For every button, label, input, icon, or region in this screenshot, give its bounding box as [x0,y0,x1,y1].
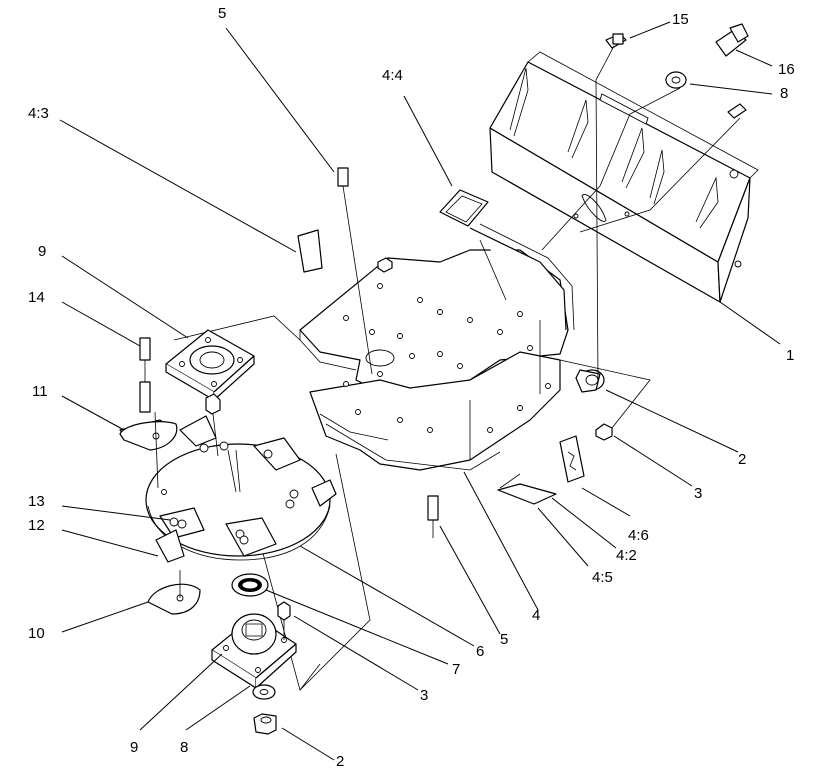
spacer-2-bottom [253,713,277,735]
bracket-4-4 [439,189,489,227]
callout-labels: 5 15 16 8 4:4 4:3 9 14 11 13 12 10 9 8 2… [28,5,795,770]
nut-upper [377,257,393,273]
callout-9-top: 9 [38,243,46,260]
spacer-2-right [575,369,605,393]
callout-16: 16 [778,61,795,78]
callout-14: 14 [28,289,45,306]
callout-4-4: 4:4 [382,67,403,84]
callout-11: 11 [32,383,48,400]
callout-3-right: 3 [694,485,702,502]
callout-9-bottom: 9 [130,739,138,756]
callout-8-bottom: 8 [180,739,188,756]
callout-7: 7 [452,661,460,678]
callout-4-2: 4:2 [616,547,637,564]
callout-4: 4 [532,607,540,624]
callout-6: 6 [476,643,484,660]
bolt-small-top [727,103,747,119]
bolt-15 [605,33,627,49]
callout-4-6: 4:6 [628,527,649,544]
callout-15: 15 [672,11,689,28]
washer-8-bottom [252,684,276,700]
bolt-3-bottom [277,601,291,640]
seal-7 [231,573,269,597]
callout-2-right: 2 [738,451,746,468]
callout-10: 10 [28,625,45,642]
callout-3-bottom: 3 [420,687,428,704]
callout-5-bottom: 5 [500,631,508,648]
leader-lines [59,21,781,761]
paddle-10 [147,570,201,615]
bearing-9-top [165,329,255,457]
bolt-14 [139,337,159,489]
nut-3-right [595,423,613,441]
plate-holes [343,283,551,433]
paddle-11 [119,421,178,451]
callout-12: 12 [28,517,45,534]
callout-5-top: 5 [218,5,226,22]
callout-13: 13 [28,493,45,510]
callout-8-top: 8 [780,85,788,102]
lower-plate-4 [309,320,561,471]
assembly-lines [173,45,741,691]
upper-plate-4 [299,223,575,393]
clip-4-3 [297,229,323,273]
bolt-5-bottom [427,495,439,538]
callout-4-5: 4:5 [592,569,613,586]
callout-2-bottom: 2 [336,753,344,770]
plate-4-6 [559,435,585,483]
washer-8-top [665,71,687,89]
hopper-bin [489,51,759,303]
plate-4-2 [497,473,557,505]
callout-1: 1 [786,347,794,364]
bolt-16 [715,23,749,57]
callout-4-3: 4:3 [28,105,49,122]
bolt-5-top [337,167,373,375]
bearing-9-bottom [211,613,297,689]
